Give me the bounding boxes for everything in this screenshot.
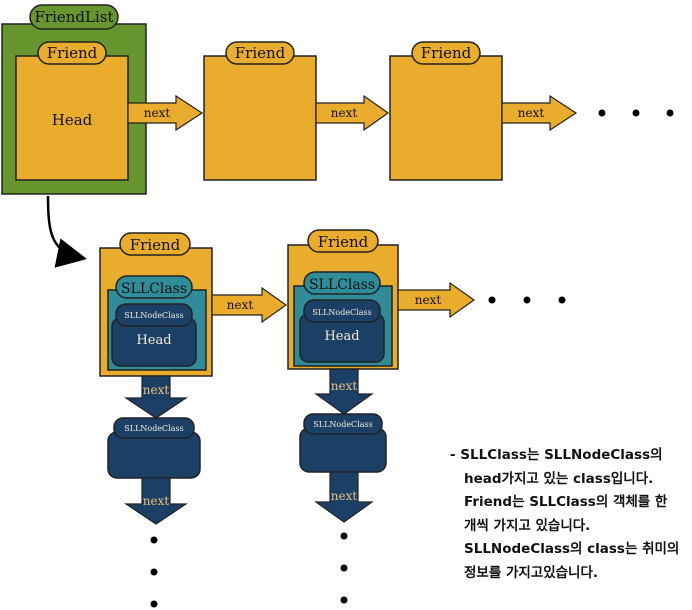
next-label: next [227, 298, 254, 312]
next-down-arrow: next [314, 471, 374, 523]
ellipsis-dots [488, 296, 566, 304]
next-arrow: next [315, 94, 390, 132]
sllclass-label: SLLClass [309, 277, 375, 293]
next-down-arrow: next [124, 375, 188, 419]
note-line: - SLLClass는 SLLNodeClass의 [450, 447, 663, 463]
friend-label: Friend [235, 44, 286, 62]
note-line: head가지고 있는 class입니다. [464, 470, 654, 487]
next-label: next [415, 293, 442, 307]
sllnodeclass-node: SLLNodeClass [107, 417, 201, 479]
friend-node: Friend [389, 41, 503, 181]
next-arrow: next [397, 281, 476, 319]
next-arrow: next [501, 94, 578, 132]
sllnodeclass-label: SLLNodeClass [124, 424, 183, 433]
next-down-arrow: next [124, 477, 188, 525]
ellipsis-dots [598, 109, 674, 117]
head-label: Head [136, 333, 171, 348]
vertical-ellipsis [340, 532, 348, 604]
note-line: SLLNodeClass의 class는 취미의 [464, 541, 680, 557]
friend-label: Friend [47, 44, 98, 62]
next-down-arrow: next [314, 368, 374, 415]
head-label: Head [52, 111, 93, 129]
next-label: next [331, 489, 358, 503]
next-label: next [144, 106, 171, 120]
friend-node: Friend [203, 41, 317, 181]
note-line: 정보를 가지고있습니다. [464, 564, 599, 581]
friend-label: Friend [318, 233, 369, 251]
sllnodeclass-node: SLLNodeClass [299, 413, 387, 473]
next-label: next [143, 494, 170, 508]
vertical-ellipsis [150, 536, 158, 608]
next-arrow: next [211, 286, 288, 324]
next-label: next [331, 379, 358, 393]
explanation-note: - SLLClass는 SLLNodeClass의 head가지고 있는 cla… [450, 444, 680, 585]
sllnodeclass-label: SLLNodeClass [124, 311, 183, 320]
sllnodeclass-label: SLLNodeClass [312, 308, 371, 317]
head-pointer-arrow [46, 195, 87, 268]
sllclass-label: SLLClass [121, 281, 187, 297]
next-label: next [143, 383, 170, 397]
note-line: 개씩 가지고 있습니다. [464, 517, 591, 534]
friend-label: Friend [130, 236, 181, 254]
friendlist-label: FriendList [35, 8, 114, 26]
friend-node-lower: Friend SLLClass SLLNodeClass Head [99, 232, 213, 377]
head-label: Head [324, 329, 359, 344]
next-arrow: next [127, 94, 204, 132]
friend-node-lower: Friend SLLClass SLLNodeClass Head [287, 229, 399, 370]
note-line: Friend는 SLLClass의 객체를 한 [464, 494, 668, 510]
friend-node-head: Friend Head [15, 41, 129, 181]
sllnodeclass-label: SLLNodeClass [313, 420, 372, 429]
next-label: next [518, 106, 545, 120]
friend-label: Friend [421, 44, 472, 62]
next-label: next [331, 106, 358, 120]
